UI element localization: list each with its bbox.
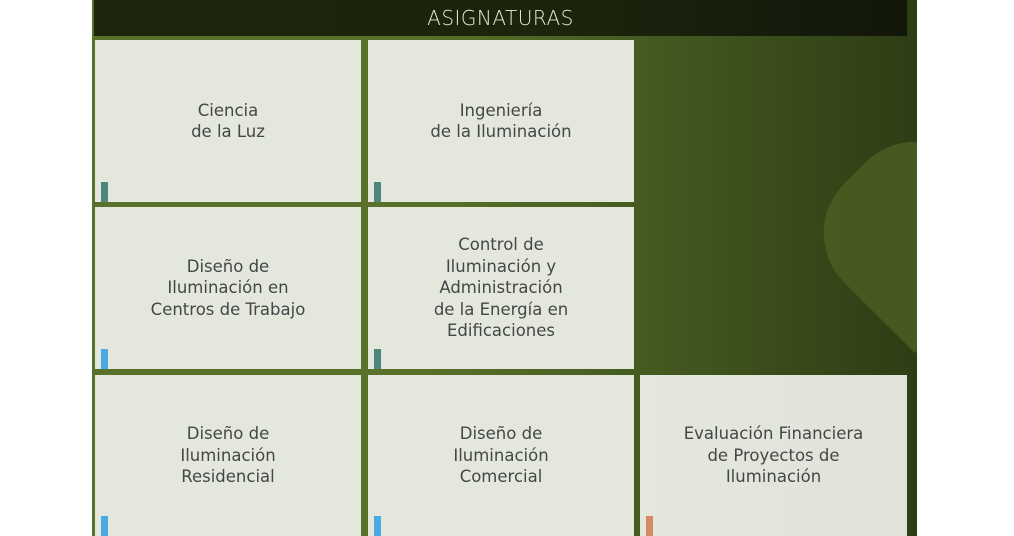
accent-marker-teal [101, 182, 108, 202]
tile-ciencia-de-la-luz[interactable]: Ciencia de la Luz [95, 40, 361, 202]
accent-marker-blue [374, 516, 381, 536]
tile-diseno-comercial[interactable]: Diseño de Iluminación Comercial [368, 375, 634, 536]
tile-label: Diseño de Iluminación en Centros de Trab… [150, 256, 306, 319]
tile-label: Control de Iluminación y Administración … [433, 235, 569, 341]
accent-marker-teal [374, 349, 381, 369]
tile-label: Diseño de Iluminación Residencial [180, 424, 276, 487]
decorative-shape [794, 112, 917, 354]
accent-marker-blue [101, 516, 108, 536]
section-title: ASIGNATURAS [427, 6, 574, 30]
tile-label: Diseño de Iluminación Comercial [453, 424, 549, 487]
tile-label: Evaluación Financiera de Proyectos de Il… [683, 424, 864, 487]
asignaturas-panel: ASIGNATURAS Ciencia de la Luz Ingeniería… [92, 0, 917, 536]
tile-diseno-residencial[interactable]: Diseño de Iluminación Residencial [95, 375, 361, 536]
tile-ingenieria-de-la-iluminacion[interactable]: Ingeniería de la Iluminación [368, 40, 634, 202]
accent-marker-blue [101, 349, 108, 369]
accent-marker-orange [646, 516, 653, 536]
section-header: ASIGNATURAS [94, 0, 907, 36]
tile-label: Ingeniería de la Iluminación [430, 100, 572, 142]
tile-label: Ciencia de la Luz [191, 100, 265, 142]
tile-evaluacion-financiera[interactable]: Evaluación Financiera de Proyectos de Il… [640, 375, 907, 536]
tile-control-de-iluminacion[interactable]: Control de Iluminación y Administración … [368, 207, 634, 369]
accent-marker-teal [374, 182, 381, 202]
tile-diseno-centros-de-trabajo[interactable]: Diseño de Iluminación en Centros de Trab… [95, 207, 361, 369]
